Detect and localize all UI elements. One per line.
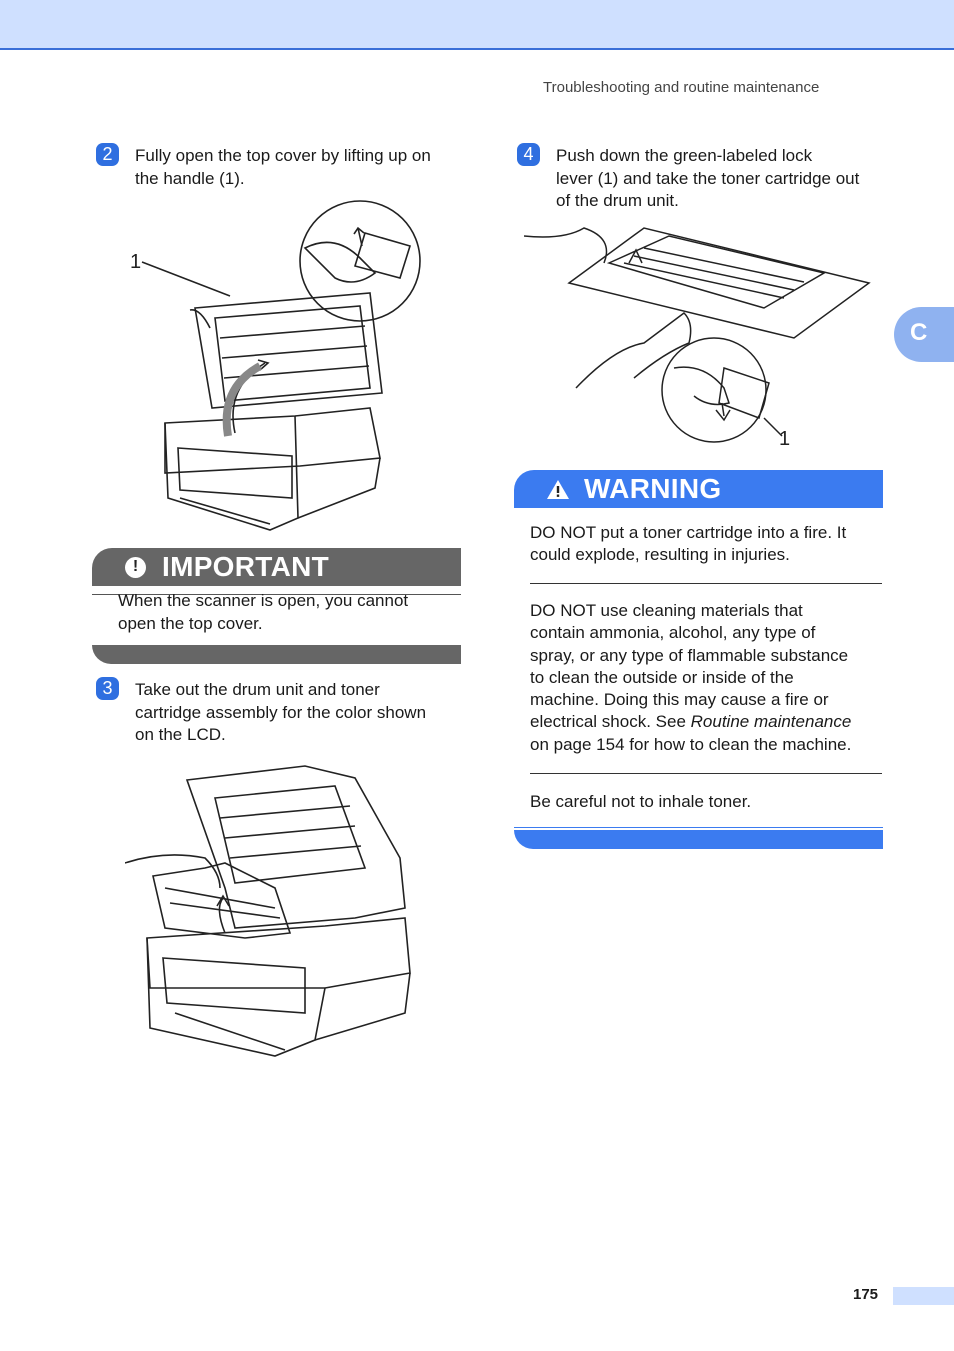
warning-divider — [530, 773, 882, 774]
warning-paragraph-3: Be careful not to inhale toner. — [530, 792, 752, 811]
page-number-tab — [893, 1287, 954, 1305]
step-2-line: the handle (1). — [135, 168, 245, 188]
step-4-badge: 4 — [517, 143, 540, 166]
warning-footer-line — [514, 827, 883, 828]
warning-line: electrical shock. See Routine maintenanc… — [530, 711, 882, 733]
important-header: ! IMPORTANT — [92, 548, 461, 586]
warning-title: WARNING — [584, 473, 722, 504]
fig1-callout-label: 1 — [130, 251, 141, 273]
exclamation-icon: ! — [125, 557, 146, 578]
warning-divider — [530, 583, 882, 584]
warning-line: DO NOT use cleaning materials that — [530, 601, 803, 620]
step-3-line: cartridge assembly for the color shown — [135, 702, 427, 722]
warning-triangle-icon — [547, 480, 569, 499]
step-3-badge: 3 — [96, 677, 119, 700]
running-header: Troubleshooting and routine maintenance — [543, 79, 820, 96]
step-4-line: Push down the green-labeled lock — [556, 146, 813, 165]
important-divider — [92, 594, 461, 595]
step-3-text: Take out the drum unit and toner cartrid… — [135, 679, 465, 747]
header-band — [0, 0, 954, 50]
routine-maintenance-link-text: Routine maintenance — [690, 712, 852, 732]
warning-line: to clean the outside or inside of the — [530, 667, 794, 687]
important-line: When the scanner is open, you cannot — [118, 591, 409, 610]
warning-paragraph-1: DO NOT put a toner cartridge into a fire… — [530, 522, 882, 567]
chapter-letter: C — [910, 319, 928, 346]
warning-footer — [514, 830, 883, 849]
toner-cartridge-removal-illustration: 1 — [524, 227, 871, 450]
warning-paragraph-2: DO NOT use cleaning materials that conta… — [530, 600, 882, 756]
chapter-tab: C — [894, 307, 954, 362]
step-2-line: Fully open the top cover by lifting up o… — [135, 146, 431, 165]
printer-open-cover-illustration: 1 — [130, 200, 421, 531]
warning-line: spray, or any type of flammable substanc… — [530, 645, 849, 665]
step-3-line: Take out the drum unit and toner — [135, 680, 380, 699]
page-number: 175 — [853, 1286, 879, 1303]
step-4-text: Push down the green-labeled lock lever (… — [556, 145, 886, 213]
warning-header: WARNING — [514, 470, 883, 508]
step-3-line: on the LCD. — [135, 725, 226, 744]
important-body: When the scanner is open, you cannot ope… — [118, 590, 458, 635]
step-2-text: Fully open the top cover by lifting up o… — [135, 145, 465, 190]
fig4-callout-label: 1 — [779, 428, 790, 450]
step-2-badge: 2 — [96, 143, 119, 166]
warning-line: could explode, resulting in injuries. — [530, 545, 790, 565]
warning-text-span: electrical shock. See — [530, 712, 691, 732]
warning-line: on page 154 for how to clean the machine… — [530, 734, 852, 754]
important-line: open the top cover. — [118, 613, 263, 633]
warning-line: machine. Doing this may cause a fire or — [530, 690, 829, 710]
drum-unit-removal-illustration — [125, 765, 411, 1057]
step-4-line: lever (1) and take the toner cartridge o… — [556, 168, 860, 188]
warning-line: DO NOT put a toner cartridge into a fire… — [530, 523, 847, 542]
important-footer — [92, 645, 461, 664]
warning-line: contain ammonia, alcohol, any type of — [530, 623, 816, 643]
step-4-line: of the drum unit. — [556, 191, 679, 210]
important-title: IMPORTANT — [162, 551, 330, 582]
